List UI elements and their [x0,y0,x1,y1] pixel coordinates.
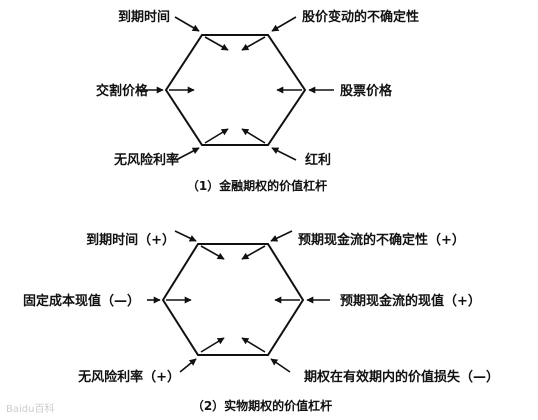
label-2-top-left: 到期时间（+） [86,232,175,248]
arrow-1-top-left-out [204,36,229,51]
arrow-2-bottom-right-in [270,358,291,373]
label-1-top-left: 到期时间 [118,9,170,25]
label-2-top-right: 预期现金流的不确定性（+） [298,232,465,248]
hexagon-2 [161,243,305,356]
arrow-2-top-left-out [200,245,225,260]
financial-option-diagram: 到期时间 股价变动的不确定性 交割价格 股票价格 无风险利率 红利 （1）金融期… [96,9,419,193]
label-1-bottom-left: 无风险利率 [113,152,179,168]
arrow-1-bottom-right-in [271,147,297,161]
arrow-2-bottom-right-out [241,337,266,353]
real-option-diagram: 到期时间（+） 预期现金流的不确定性（+） 固定成本现值（—） 预期现金流的现值… [23,230,499,413]
arrow-1-top-left-in [174,16,200,32]
arrow-2-top-right-out [241,245,266,260]
arrow-1-bottom-left-out [204,128,229,144]
arrow-1-bottom-left-in [175,147,200,161]
label-2-right: 预期现金流的现值（+） [340,293,481,309]
label-1-left: 交割价格 [96,83,149,99]
arrow-2-top-right-in [270,230,293,242]
label-2-left: 固定成本现值（—） [23,293,140,309]
caption-2: （2）实物期权的价值杠杆 [192,398,332,413]
hexagon-1 [164,34,307,146]
arrow-2-bottom-left-out [200,337,225,353]
label-1-top-right: 股价变动的不确定性 [302,9,419,25]
arrow-2-top-left-in [174,230,197,242]
label-1-bottom-right: 红利 [305,152,331,168]
arrow-1-bottom-right-out [241,128,266,144]
arrow-1-top-right-in [271,16,297,32]
arrow-2-bottom-left-in [179,358,197,373]
watermark: Baidu百科 [6,402,54,415]
label-1-right: 股票价格 [340,83,393,99]
label-2-bottom-left: 无风险利率（+） [77,369,180,385]
arrow-1-top-right-out [241,36,266,51]
label-2-bottom-right: 期权在有效期内的价值损失（—） [304,369,499,385]
caption-1: （1）金融期权的价值杠杆 [187,178,327,193]
